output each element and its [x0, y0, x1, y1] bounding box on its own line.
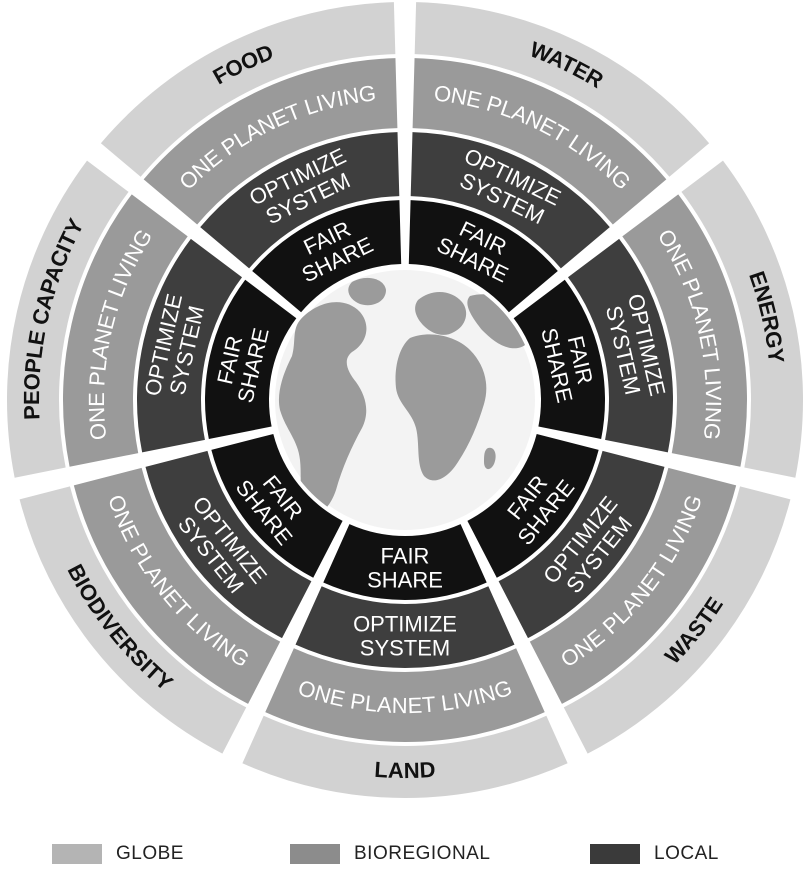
- sector-people-capacity-band-ring: [6, 160, 129, 478]
- legend-item-local: LOCAL: [590, 843, 719, 865]
- center-globe-icon: [271, 266, 539, 534]
- fair-share-label-land-line: FAIR: [381, 544, 430, 569]
- sector-food: [100, 2, 402, 313]
- sector-energy-band-ring: [681, 160, 803, 478]
- legend-label-globe: GLOBE: [116, 843, 184, 864]
- sector-land-inner-ring: [323, 524, 487, 600]
- sector-energy: [513, 160, 803, 478]
- sector-waste-band-ring: [563, 486, 791, 754]
- sector-water-band-ring: [414, 2, 710, 177]
- legend-swatch-bioregional: [290, 844, 340, 864]
- sector-waste-middle-ring: [498, 450, 665, 639]
- sector-water-middle-ring: [410, 132, 610, 269]
- legend-label-bioregional: BIOREGIONAL: [354, 843, 491, 864]
- sector-waste-outer-ring: [529, 467, 737, 704]
- legend: GLOBE BIOREGIONAL LOCAL: [0, 843, 810, 873]
- sector-food-band-ring: [100, 2, 396, 177]
- sector-title-land: LAND: [374, 757, 436, 783]
- sector-land-middle-ring: [295, 586, 515, 668]
- sector-water-inner-ring: [408, 200, 558, 313]
- sector-land-band-ring: [242, 715, 568, 798]
- sector-food-inner-ring: [252, 200, 402, 313]
- sector-food-outer-ring: [143, 58, 398, 225]
- sector-water-outer-ring: [412, 58, 667, 225]
- optimize-system-label-land-line: OPTIMIZE: [353, 612, 457, 637]
- sector-energy-inner-ring: [513, 279, 605, 440]
- sector-people-capacity-middle-ring: [137, 238, 243, 453]
- sector-biodiversity-band-ring: [19, 486, 247, 754]
- wheel-rings: [6, 2, 803, 798]
- legend-swatch-globe: [52, 844, 102, 864]
- sector-waste-inner-ring: [467, 433, 599, 578]
- sector-food-middle-ring: [200, 132, 400, 269]
- sector-biodiversity-middle-ring: [145, 450, 312, 639]
- sector-biodiversity: [19, 433, 343, 754]
- sector-waste: [467, 433, 791, 754]
- fair-share-label-land-line: SHARE: [367, 568, 443, 593]
- legend-swatch-local: [590, 844, 640, 864]
- legend-item-bioregional: BIOREGIONAL: [290, 843, 490, 865]
- sector-biodiversity-outer-ring: [73, 467, 281, 704]
- legend-item-globe: GLOBE: [52, 843, 184, 865]
- sector-land-outer-ring: [265, 648, 545, 742]
- sector-water: [408, 2, 710, 313]
- sector-people-capacity-inner-ring: [205, 279, 297, 440]
- sector-biodiversity-inner-ring: [211, 433, 343, 578]
- optimize-system-label-land-line: SYSTEM: [360, 636, 450, 661]
- legend-label-local: LOCAL: [654, 843, 719, 864]
- sector-energy-outer-ring: [622, 194, 747, 467]
- sector-land: [242, 524, 568, 798]
- sector-people-capacity-outer-ring: [62, 194, 188, 467]
- sector-energy-middle-ring: [567, 238, 673, 453]
- sector-people-capacity: [6, 160, 297, 478]
